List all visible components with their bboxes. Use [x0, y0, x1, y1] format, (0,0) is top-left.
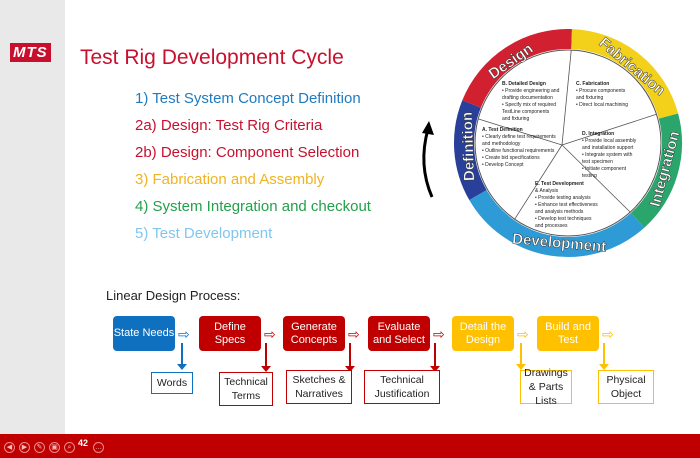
- wheel-text-D: and installation support: [582, 145, 634, 151]
- process-output-box: Technical Justification: [364, 370, 440, 404]
- rim-segment-definition: [454, 100, 487, 200]
- process-step-box: Evaluate and Select: [368, 316, 430, 351]
- step-5: 5) Test Development: [135, 225, 273, 242]
- presenter-toolbar: [0, 434, 700, 458]
- right-arrow-icon: ⇨: [433, 326, 445, 342]
- wheel-text-B: • Specify mix of required: [502, 102, 556, 108]
- down-arrow-icon: [599, 343, 609, 370]
- zoom-icon[interactable]: ⌕: [64, 442, 75, 453]
- process-output-box: Technical Terms: [219, 372, 273, 406]
- pen-icon[interactable]: ✎: [34, 442, 45, 453]
- process-step-box: Define Specs: [199, 316, 261, 351]
- down-arrow-icon: [177, 343, 187, 370]
- slides-icon[interactable]: ▣: [49, 442, 60, 453]
- down-arrow-icon: [516, 343, 526, 370]
- right-arrow-icon: ⇨: [348, 326, 360, 342]
- wheel-text-A: • Outline functional requirements: [482, 148, 555, 154]
- wheel-spoke: [561, 144, 631, 213]
- down-arrow-icon: [345, 343, 355, 372]
- rim-segment-integration: [630, 113, 682, 228]
- wheel-text-B: and fixturing: [502, 116, 529, 122]
- process-output-box: Drawings & Parts Lists: [520, 367, 572, 407]
- right-arrow-icon: ⇨: [602, 326, 614, 342]
- wheel-text-E: E. Test Development: [535, 181, 584, 187]
- wheel-text-A: • Clearly define test requirements: [482, 134, 556, 140]
- wheel-text-B: drafting documentation: [502, 95, 553, 101]
- rim-segment-design: [462, 29, 572, 109]
- wheel-text-C: • Procure components: [576, 88, 626, 94]
- down-arrow-icon: [261, 343, 271, 372]
- step-4: 4) System Integration and checkout: [135, 198, 371, 215]
- wheel-text-A: • Develop Concept: [482, 162, 524, 168]
- process-output-box: Physical Object: [598, 370, 654, 404]
- down-arrow-icon: [430, 343, 440, 372]
- wheel-text-A: and methodology: [482, 141, 521, 147]
- rim-segment-development: [469, 189, 645, 257]
- side-panel: [0, 0, 65, 434]
- mts-logo: MTS: [10, 43, 51, 62]
- step-2a: 2a) Design: Test Rig Criteria: [135, 117, 323, 134]
- step-1: 1) Test System Concept Definition: [135, 90, 361, 107]
- wheel-text-D: • Provide local assembly: [582, 138, 637, 144]
- right-arrow-icon: ⇨: [178, 326, 190, 342]
- process-step-box: Build and Test: [537, 316, 599, 351]
- wheel-text-D: • Integrate system with: [582, 152, 633, 158]
- wheel-spoke: [514, 144, 563, 220]
- wheel-text-E: and analysis methods: [535, 209, 584, 215]
- slide-title: Test Rig Development Cycle: [80, 46, 344, 69]
- wheel-text-E: • Enhance test effectiveness: [535, 202, 598, 208]
- wheel-text-E: and processes: [535, 223, 568, 229]
- wheel-text-D: • Initiate component: [582, 166, 627, 172]
- wheel-text-C: • Direct local machining: [576, 102, 628, 108]
- wheel-text-B: • Provide engineering and: [502, 88, 560, 94]
- wheel-text-E: • Develop test techniques: [535, 216, 592, 222]
- step-2b: 2b) Design: Component Selection: [135, 144, 360, 161]
- wheel-text-E: & Analysis: [535, 188, 559, 194]
- right-arrow-icon: ⇨: [264, 326, 276, 342]
- process-output-box: Sketches & Narratives: [286, 370, 352, 404]
- page-number: 42: [78, 438, 89, 448]
- more-options-icon[interactable]: …: [93, 442, 104, 453]
- wheel-text-B: TestLine components: [502, 109, 550, 115]
- wheel-text-C: and fixturing: [576, 95, 603, 101]
- process-step-box: State Needs: [113, 316, 175, 351]
- wheel-text-A: • Create bid specifications: [482, 155, 540, 161]
- wheel-text-B: B. Detailed Design: [502, 81, 546, 87]
- wheel-spoke: [561, 113, 657, 146]
- linear-heading: Linear Design Process:: [106, 288, 241, 303]
- steps-list: 1) Test System Concept Definition 2a) De…: [135, 90, 371, 252]
- process-output-box: Words: [151, 372, 193, 394]
- wheel-text-D: test specimen: [582, 159, 613, 165]
- step-3: 3) Fabrication and Assembly: [135, 171, 325, 188]
- rim-segment-fabrication: [571, 29, 679, 119]
- wheel-text-C: C. Fabrication: [576, 81, 609, 87]
- process-step-box: Detail the Design: [452, 316, 514, 351]
- wheel-text-D: D. Integration: [582, 131, 614, 137]
- previous-slide-icon[interactable]: ◀: [4, 442, 15, 453]
- wheel-text-E: • Provide testing analysis: [535, 195, 591, 201]
- wheel-spoke: [478, 118, 563, 146]
- next-slide-icon[interactable]: ▶: [19, 442, 30, 453]
- rim-label-definition: Definition: [459, 112, 478, 182]
- right-arrow-icon: ⇨: [517, 326, 529, 342]
- wheel-spoke: [561, 50, 572, 146]
- cycle-arrow-icon: [422, 121, 434, 198]
- wheel-text-D: testing: [582, 173, 597, 179]
- wheel-text-A: A. Test Definition: [482, 127, 523, 133]
- process-step-box: Generate Concepts: [283, 316, 345, 351]
